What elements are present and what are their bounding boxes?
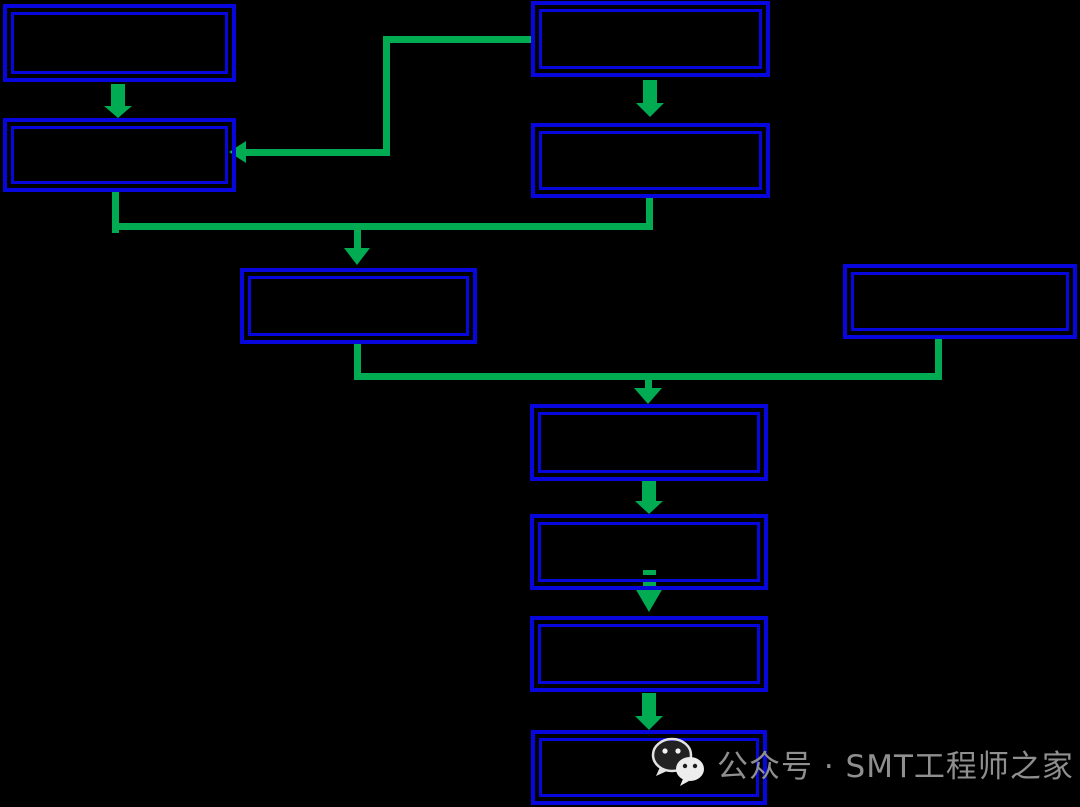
flow-node-right-row2 [531,123,770,198]
edge-middlerow3-down [354,344,361,380]
flow-node-top-left [3,4,236,82]
edge-topright-leftrow2-v [383,36,390,156]
flow-node-center-row4 [530,404,768,481]
edge-farright-down [935,339,942,380]
block-arrow-topleft-head-icon [104,106,132,118]
edge-leftrow2-down [112,192,119,233]
watermark-text: 公众号 · SMT工程师之家 [717,748,1074,785]
block-arrow-row4-row5-head-icon [635,501,663,514]
flow-node-far-right-row3 [843,264,1077,339]
arrowhead-down-icon [634,388,662,404]
block-arrow-row4-row5-stem [642,481,656,502]
flow-node-left-row2 [3,118,236,192]
block-arrow-topright-stem [643,80,657,104]
watermark: 公众号 · SMT工程师之家 [650,736,1074,790]
flow-node-center-row6 [530,616,768,692]
dashed-arrow-row5-row6-dash1 [643,570,656,575]
arrowhead-down-icon [344,248,370,265]
edge-rightrow2-down [646,198,653,230]
edge-row3-merge-h [354,373,942,380]
flow-node-middle-row3 [240,268,477,344]
block-arrow-topleft-stem [111,84,125,107]
edge-topright-leftrow2-h1 [383,36,531,43]
block-arrow-row6-row7-head-icon [635,716,663,730]
edge-into-middlerow3-stem [354,230,361,250]
edge-row2-merge-h [112,223,653,230]
edge-into-row4-stem [645,380,652,390]
block-arrow-row6-row7-stem [642,693,656,717]
edge-topright-leftrow2-h2 [246,149,390,156]
flow-node-top-right [531,1,770,77]
flow-node-center-row7 [531,730,767,805]
wechat-icon [651,737,704,786]
block-arrow-topright-head-icon [636,103,664,117]
dashed-arrow-row5-row6-head-icon [635,588,663,612]
flow-node-center-row5 [530,514,768,590]
dashed-arrow-row5-row6-dash2 [643,579,656,587]
